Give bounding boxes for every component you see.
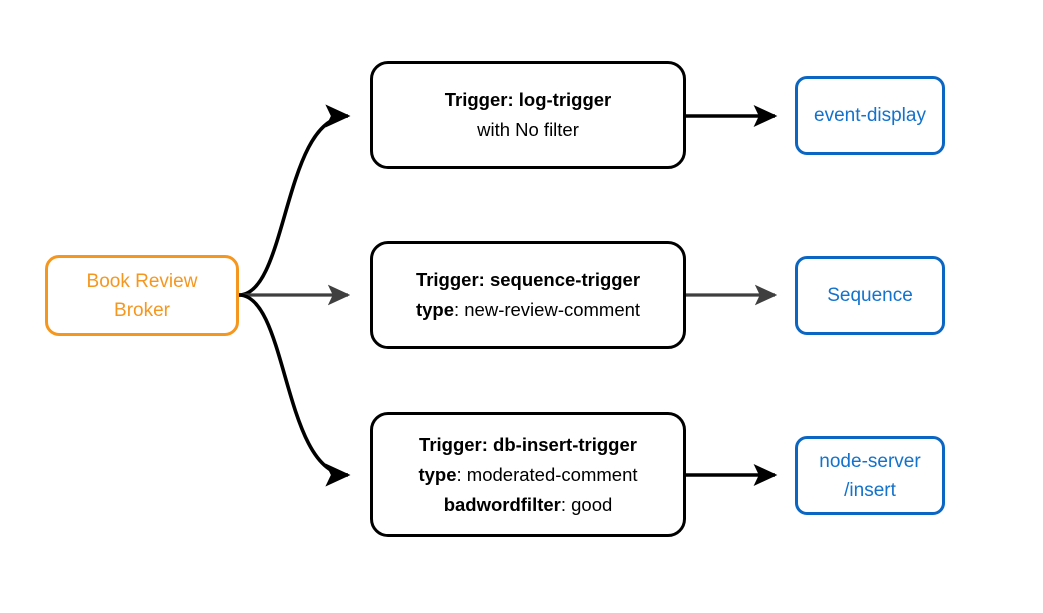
node-server-label-line1: node-server: [819, 450, 921, 472]
db-insert-trigger-line2-bold: type: [418, 463, 457, 485]
node-sequence-trigger[interactable]: Trigger: sequence-trigger type: new-revi…: [370, 241, 686, 349]
edge-broker-to-log-trigger: [238, 104, 351, 297]
db-insert-trigger-line3-rest: : good: [560, 493, 613, 515]
sequence-trigger-line1-bold: Trigger: sequence-trigger: [415, 269, 641, 290]
sequence-trigger-line2: type: new-review-comment: [416, 295, 640, 325]
db-insert-trigger-line2-rest: : moderated-comment: [456, 463, 638, 485]
node-sequence[interactable]: Sequence: [795, 256, 945, 335]
edge-broker-to-db-insert-trigger: [238, 293, 351, 487]
db-insert-trigger-line3-bold: badwordfilter: [443, 493, 561, 515]
event-display-label: event-display: [814, 105, 926, 126]
log-trigger-line2: with No filter: [477, 115, 579, 145]
node-log-trigger[interactable]: Trigger: log-trigger with No filter: [370, 61, 686, 169]
log-trigger-line2-rest: with No filter: [477, 119, 579, 140]
db-insert-trigger-line1: Trigger: db-insert-trigger: [419, 430, 637, 460]
node-book-review-broker[interactable]: Book Review Broker: [45, 255, 239, 336]
db-insert-trigger-line3: badwordfilter: good: [444, 490, 613, 520]
sequence-trigger-line2-bold: type: [415, 299, 454, 320]
node-event-display[interactable]: event-display: [795, 76, 945, 155]
sequence-trigger-line1: Trigger: sequence-trigger: [416, 265, 640, 295]
db-insert-trigger-line1-bold: Trigger: db-insert-trigger: [419, 433, 637, 455]
broker-label-line2: Broker: [114, 299, 170, 321]
db-insert-trigger-line2: type: moderated-comment: [418, 460, 637, 490]
node-node-server-insert[interactable]: node-server /insert: [795, 436, 945, 515]
node-db-insert-trigger[interactable]: Trigger: db-insert-trigger type: moderat…: [370, 412, 686, 537]
broker-label-line1: Book Review: [86, 270, 198, 292]
sequence-trigger-line2-rest: : new-review-comment: [453, 299, 641, 320]
log-trigger-line1-bold: Trigger: log-trigger: [444, 89, 612, 110]
sequence-label: Sequence: [827, 285, 913, 306]
node-server-label-line2: /insert: [844, 479, 896, 501]
log-trigger-line1: Trigger: log-trigger: [445, 85, 612, 115]
